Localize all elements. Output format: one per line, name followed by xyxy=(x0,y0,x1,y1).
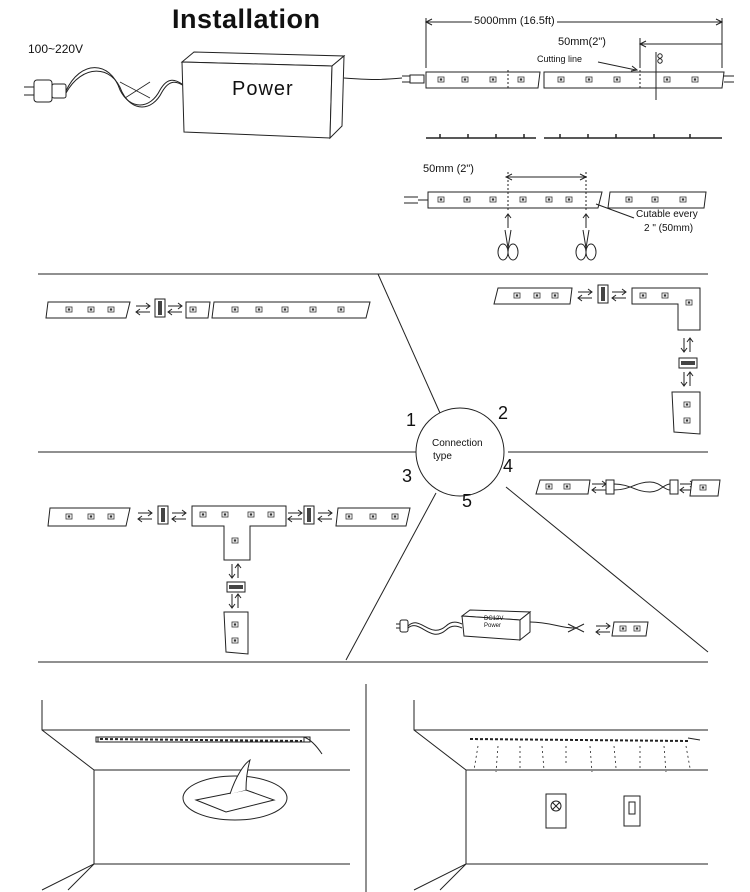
total-length-label: 5000mm (16.5ft) xyxy=(472,15,557,27)
type-5-adapter xyxy=(396,609,649,642)
cut-segment-label: 50mm (2") xyxy=(423,163,474,175)
input-voltage-label: 100~220V xyxy=(28,42,84,56)
cutable-note-line2: 2 " (50mm) xyxy=(644,223,694,234)
section-lines xyxy=(38,273,709,663)
connection-number-1: 1 xyxy=(406,410,417,430)
room-left xyxy=(41,700,350,891)
type-1-straight xyxy=(45,298,371,319)
cut-strip xyxy=(404,172,707,219)
cutting-line-label: Cutting line xyxy=(536,54,584,64)
top-strip xyxy=(402,70,734,90)
side-view-strip xyxy=(426,134,722,139)
connection-type-label-line2: type xyxy=(433,451,452,462)
adapter-label-line1: DC12V xyxy=(484,616,504,622)
segment-length-label: 50mm(2") xyxy=(557,36,607,48)
connection-type-label-line1: Connection xyxy=(432,438,483,449)
connection-number-3: 3 xyxy=(402,466,413,486)
page-title: Installation xyxy=(172,4,321,34)
cutable-note-line1: Cutable every xyxy=(636,209,698,220)
power-supply-label: Power xyxy=(232,78,294,100)
connection-number-5: 5 xyxy=(462,491,473,511)
room-right xyxy=(413,700,708,891)
adapter-label-line2: Power xyxy=(484,623,502,629)
power-supply-box xyxy=(180,51,403,140)
type-4-wire xyxy=(535,479,721,497)
scissors-icon xyxy=(497,213,597,261)
type-2-l-shape xyxy=(493,284,701,435)
power-plug-icon xyxy=(24,67,185,108)
connection-number-4: 4 xyxy=(503,456,514,476)
type-3-t-shape xyxy=(47,505,411,655)
connection-number-2: 2 xyxy=(498,403,509,423)
